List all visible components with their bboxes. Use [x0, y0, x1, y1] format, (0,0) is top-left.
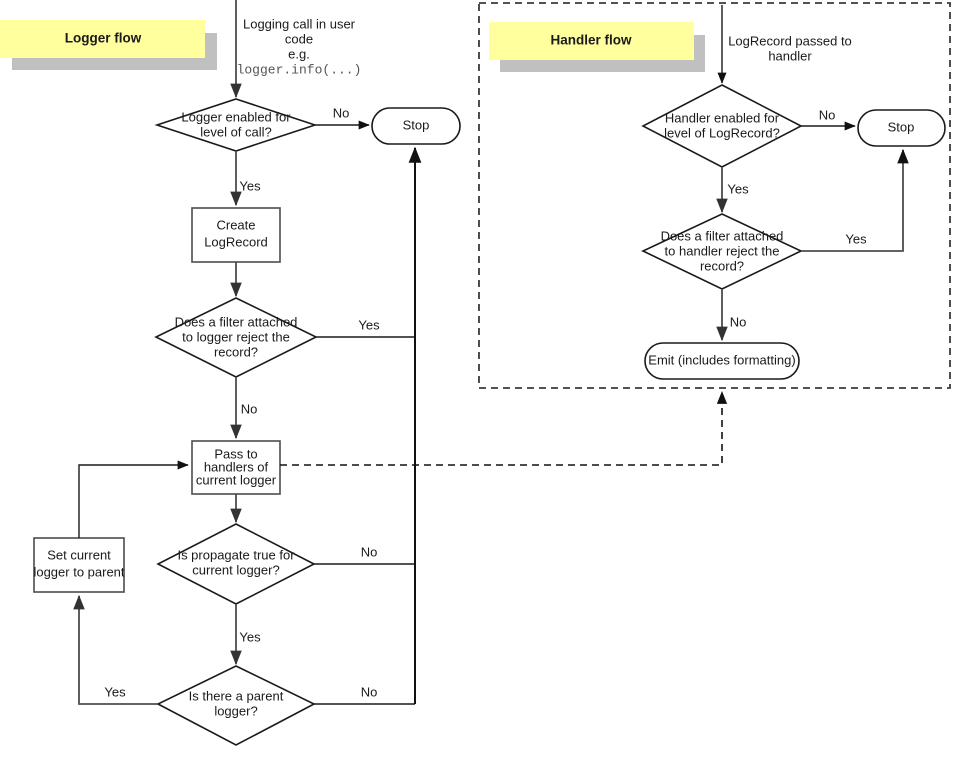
parent-logger-decision-line-1: Is there a parent [189, 688, 284, 703]
logger-enabled-decision-line-2: level of call? [200, 124, 272, 139]
edge-label-logger-enabled-yes: Yes [239, 178, 261, 193]
node-handler-enabled-decision: Handler enabled for level of LogRecord? [641, 84, 803, 168]
edge-label-handler-enabled-no: No [819, 107, 836, 122]
logger-filter-decision-line-2: to logger reject the [182, 329, 290, 344]
emit-terminator-shape [644, 342, 800, 380]
handler-flow-group-box [478, 2, 951, 389]
logging-call-caption-line-3: e.g. [288, 46, 310, 61]
stop-logger-shape [371, 107, 461, 145]
stop-handler-shape [857, 109, 946, 147]
node-set-current-logger-process: Set current logger to parent [33, 537, 125, 593]
pass-to-handlers-shape [191, 440, 281, 495]
logger-filter-decision-line-3: record? [214, 344, 258, 359]
handler-enabled-decision-line-2: level of LogRecord? [664, 125, 780, 140]
logger-filter-decision-line-1: Does a filter attached [175, 314, 298, 329]
emit-terminator-label: Emit (includes formatting) [648, 352, 795, 367]
stop-logger-label: Stop [403, 117, 430, 132]
handler-filter-decision-line-3: record? [700, 258, 744, 273]
edge-label-logger-filter-yes: Yes [358, 317, 380, 332]
parent-logger-decision-line-2: logger? [214, 703, 257, 718]
edge-label-parent-yes: Yes [104, 684, 126, 699]
pass-to-handlers-line-2: handlers of [204, 459, 269, 474]
handler-filter-decision-line-2: to handler reject the [665, 243, 780, 258]
edge-label-propagate-yes: Yes [239, 629, 261, 644]
node-parent-logger-decision: Is there a parent logger? [156, 665, 316, 746]
edge-label-propagate-no: No [361, 544, 378, 559]
banner-logger-flow-label: Logger flow [65, 31, 142, 46]
logrecord-passed-caption-line-1: LogRecord passed to [728, 33, 852, 48]
logger-enabled-decision-line-1: Logger enabled for [181, 109, 291, 124]
node-pass-to-handlers-process: Pass to handlers of current logger [191, 440, 281, 495]
banner-handler-flow-body [489, 22, 694, 60]
node-stop-handler: Stop [857, 109, 946, 147]
logrecord-passed-caption-line-2: handler [768, 48, 812, 63]
banner-logger-flow: Logger flow [0, 20, 217, 70]
edge-handler-filter-yes-to-stop [801, 148, 909, 252]
create-logrecord-line-1: Create [216, 217, 255, 232]
set-current-logger-line-2: logger to parent [33, 564, 124, 579]
pass-to-handlers-line-1: Pass to [214, 446, 257, 461]
node-logger-filter-decision: Does a filter attached to logger reject … [154, 297, 318, 378]
node-stop-logger: Stop [371, 107, 461, 145]
node-emit-terminator: Emit (includes formatting) [644, 342, 800, 380]
propagate-decision-line-2: current logger? [192, 562, 279, 577]
edge-label-parent-no: No [361, 684, 378, 699]
parent-logger-decision-shape [156, 665, 316, 746]
node-create-logrecord-process: Create LogRecord [191, 207, 281, 263]
pass-to-handlers-line-3: current logger [196, 472, 277, 487]
set-current-logger-shape [33, 537, 125, 593]
logging-call-caption-line-1: Logging call in user [243, 16, 356, 31]
logging-call-caption-mono: logger.info(...) [237, 62, 362, 77]
node-propagate-decision: Is propagate true for current logger? [156, 523, 316, 605]
edge-label-logger-enabled-no: No [333, 105, 350, 120]
set-current-logger-line-1: Set current [47, 547, 111, 562]
node-logger-enabled-decision: Logger enabled for level of call? [154, 98, 318, 152]
handler-filter-decision-line-1: Does a filter attached [661, 228, 784, 243]
edge-parent-yes-to-set-current-logger [73, 594, 158, 705]
banner-handler-flow-label: Handler flow [550, 33, 632, 48]
edge-label-handler-enabled-yes: Yes [727, 181, 749, 196]
create-logrecord-line-2: LogRecord [204, 234, 268, 249]
edge-label-handler-filter-no: No [730, 314, 747, 329]
banner-handler-flow: Handler flow [489, 22, 705, 72]
logging-call-caption-line-2: code [285, 31, 313, 46]
edge-pass-to-handlers-to-emit [280, 391, 728, 466]
edge-label-logger-filter-no: No [241, 401, 258, 416]
stop-handler-label: Stop [888, 119, 915, 134]
edge-label-handler-filter-yes: Yes [845, 231, 867, 246]
propagate-decision-line-1: Is propagate true for [177, 547, 295, 562]
edge-set-current-logger-to-pass-to-handlers [78, 460, 189, 538]
node-handler-filter-decision: Does a filter attached to handler reject… [641, 213, 803, 290]
banner-logger-flow-body [0, 20, 205, 58]
handler-enabled-decision-line-1: Handler enabled for [665, 110, 780, 125]
create-logrecord-shape [191, 207, 281, 263]
